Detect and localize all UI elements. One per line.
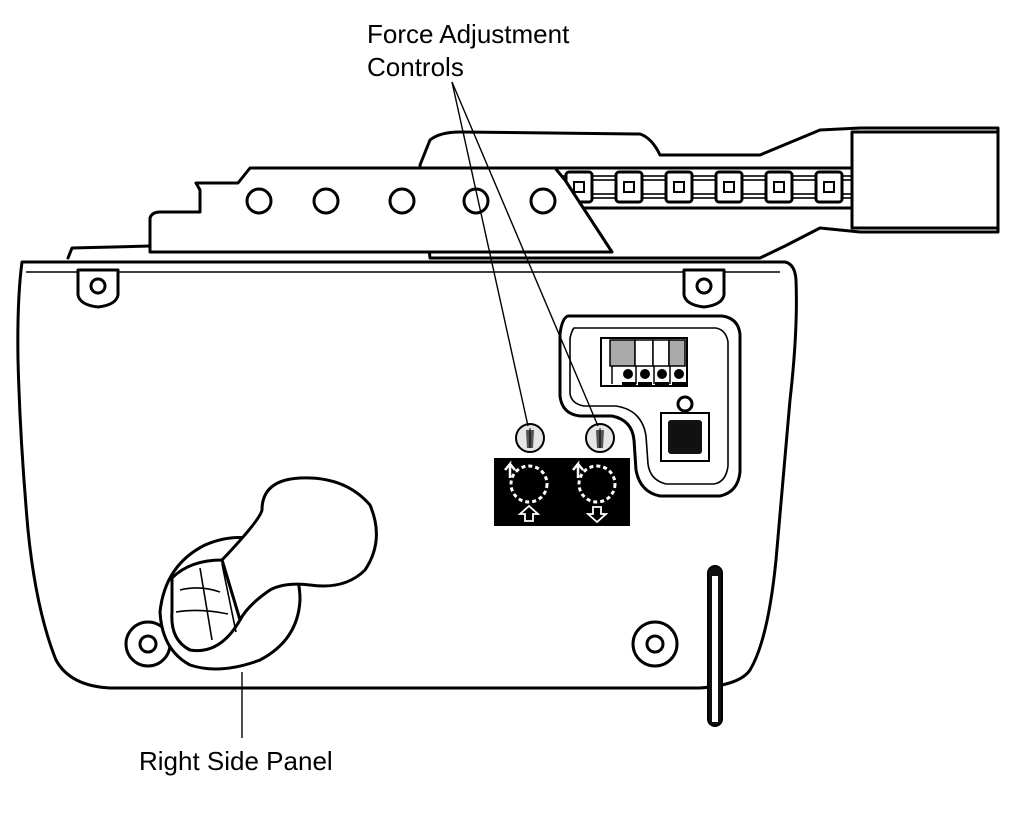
chain-pin: [823, 181, 835, 193]
terminal-enclosure: [558, 314, 742, 498]
callout-line: Force Adjustment: [367, 19, 570, 49]
arrow-up-icon: [517, 504, 541, 522]
chain-pin: [673, 181, 685, 193]
down-force-dial[interactable]: [572, 460, 617, 524]
bracket-hole: [312, 187, 340, 215]
callout-leader-lines: [241, 81, 599, 738]
housing-screw: [76, 268, 120, 309]
force-dial-panel: [494, 458, 630, 526]
mounting-bracket: [66, 166, 614, 260]
housing-screw: [682, 268, 726, 309]
housing-screw: [631, 620, 679, 668]
indicator-led: [676, 395, 694, 413]
wire-terminal-block: [600, 337, 688, 387]
arrow-down-icon: [585, 506, 609, 524]
chain-pin: [573, 181, 585, 193]
force-adjustment-screw[interactable]: [515, 423, 545, 453]
release-rope: [707, 565, 723, 727]
right-side-panel-callout: Right Side Panel: [139, 746, 333, 776]
force-adjustment-screw[interactable]: [585, 423, 615, 453]
light-bulb: [158, 476, 378, 671]
force-adjustment-callout: Force Adjustment Controls: [367, 18, 569, 84]
bracket-hole: [245, 187, 273, 215]
up-force-dial[interactable]: [504, 460, 549, 522]
bracket-hole: [388, 187, 416, 215]
bracket-hole: [529, 187, 557, 215]
callout-line: Controls: [367, 52, 464, 82]
chain-pin: [623, 181, 635, 193]
learn-button[interactable]: [668, 420, 702, 454]
chain-pin: [723, 181, 735, 193]
chain-pin: [773, 181, 785, 193]
